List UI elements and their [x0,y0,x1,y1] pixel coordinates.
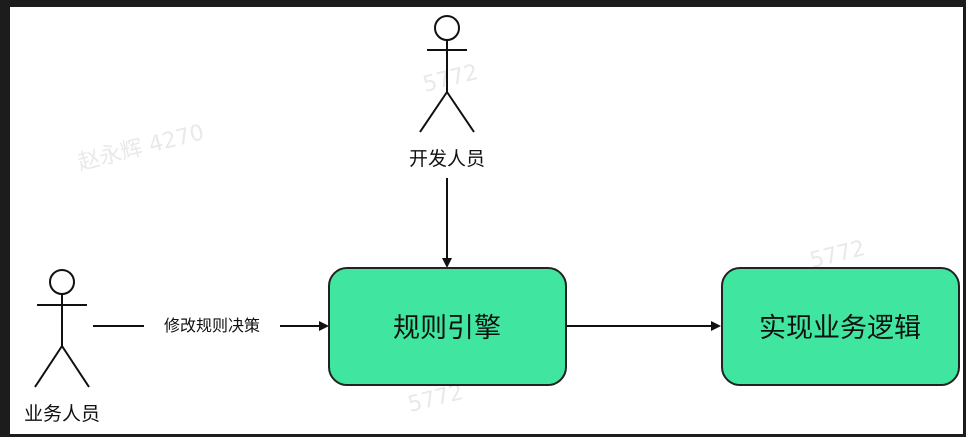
developer-actor-label: 开发人员 [409,148,485,170]
rule-engine-label: 规则引擎 [393,313,501,344]
edge-label-background [144,313,280,337]
business-actor-icon [34,269,90,388]
rule-engine-node [328,267,567,386]
developer-actor-icon [419,15,475,133]
business-logic-node [721,267,960,386]
modify-rules-edge-label: 修改规则决策 [164,316,260,335]
business-logic-label: 实现业务逻辑 [759,313,921,344]
business-actor-label: 业务人员 [24,403,100,425]
